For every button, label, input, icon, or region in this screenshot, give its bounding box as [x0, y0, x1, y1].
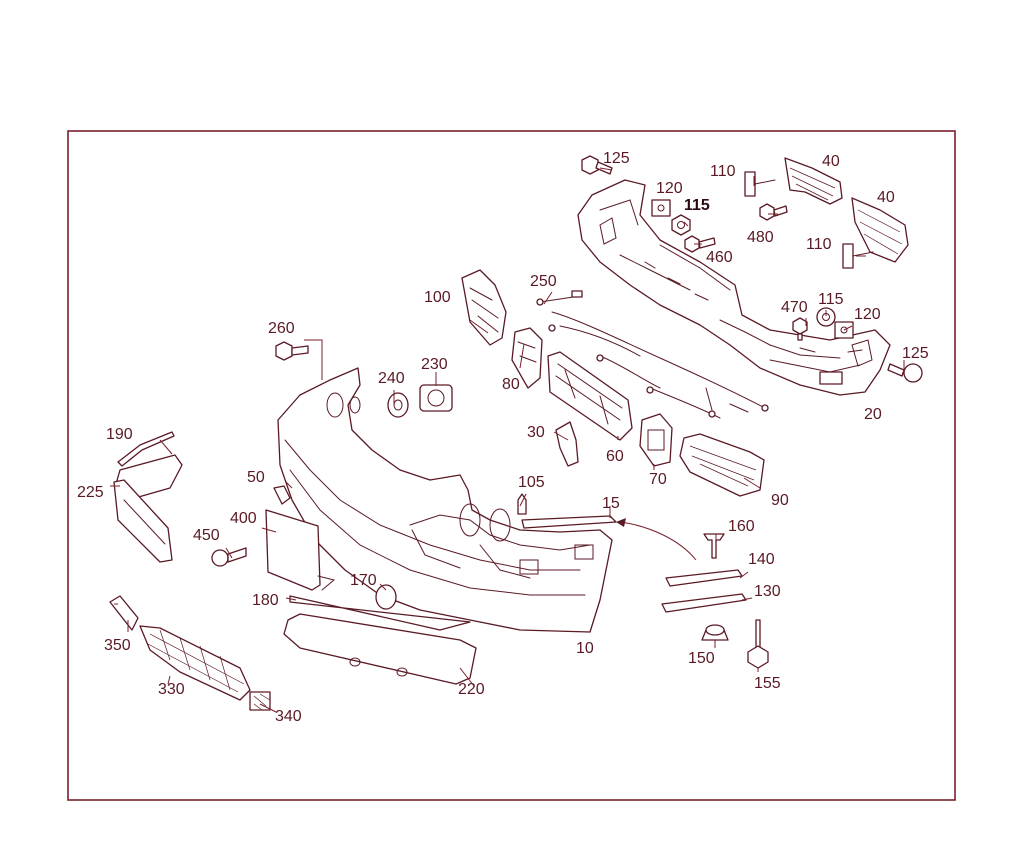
part-480-bolt[interactable]	[759, 203, 788, 221]
part-140-guide-rail[interactable]	[665, 569, 743, 587]
part-15-trim-strip[interactable]	[521, 515, 617, 529]
part-180-trim-strip[interactable]	[289, 595, 471, 631]
part-160-plug[interactable]	[703, 533, 725, 559]
part-90-side-bracket-right[interactable]	[679, 433, 765, 497]
callout-50: 50	[247, 469, 265, 486]
callout-350: 350	[104, 637, 131, 654]
part-155-screw[interactable]	[747, 619, 769, 669]
callout-140: 140	[748, 551, 775, 568]
part-340-grille-insert[interactable]	[249, 691, 271, 711]
callout-340: 340	[275, 708, 302, 725]
callout-470: 470	[781, 299, 808, 316]
part-240-grommet[interactable]	[387, 392, 409, 418]
part-10-bumper-cover[interactable]	[277, 367, 613, 633]
callout-125-upper: 125	[603, 150, 630, 167]
part-70-sensor-mount[interactable]	[639, 413, 673, 467]
part-40-bracket-upper[interactable]	[784, 157, 843, 205]
callout-160: 160	[728, 518, 755, 535]
callout-240: 240	[378, 370, 405, 387]
part-170-tow-hook-cover[interactable]	[375, 584, 397, 610]
part-220-lower-trim[interactable]	[283, 613, 477, 685]
part-125-bolt-upper[interactable]	[581, 155, 613, 175]
callout-115-upper: 115	[684, 197, 710, 214]
callout-125-lower: 125	[902, 345, 929, 362]
part-30-cover-cap[interactable]	[555, 421, 579, 467]
part-40-bracket-lower[interactable]	[851, 197, 909, 263]
part-80-sensor-holder[interactable]	[511, 327, 543, 389]
part-110-clip-lower[interactable]	[842, 243, 874, 269]
part-350-grille-end[interactable]	[109, 595, 139, 631]
callout-220: 220	[458, 681, 485, 698]
callout-15: 15	[602, 495, 620, 512]
callout-80: 80	[502, 376, 520, 393]
callout-70: 70	[649, 471, 667, 488]
callout-40-upper: 40	[822, 153, 840, 170]
part-115-nut-upper[interactable]	[671, 214, 691, 236]
callout-450: 450	[193, 527, 220, 544]
callout-60: 60	[606, 448, 624, 465]
part-450-screw[interactable]	[211, 547, 247, 567]
callout-30: 30	[527, 424, 545, 441]
leader-lines	[110, 167, 905, 713]
callout-10: 10	[576, 640, 594, 657]
part-400-license-plate-holder[interactable]	[265, 509, 336, 591]
part-20-bumper-carrier[interactable]	[577, 179, 891, 396]
callout-120-upper: 120	[656, 180, 683, 197]
part-470-bolt[interactable]	[792, 317, 808, 341]
diagram-frame	[67, 130, 956, 801]
part-110-clip-upper[interactable]	[744, 171, 776, 197]
callout-90: 90	[771, 492, 789, 509]
callout-170: 170	[350, 572, 377, 589]
callout-105: 105	[518, 474, 545, 491]
part-125-bolt-lower[interactable]	[887, 363, 923, 383]
part-130-guide-rail[interactable]	[661, 593, 747, 613]
callout-190: 190	[106, 426, 133, 443]
callout-400: 400	[230, 510, 257, 527]
callout-150: 150	[688, 650, 715, 667]
part-230-bushing[interactable]	[419, 384, 453, 412]
part-250-wiring-harness[interactable]	[536, 290, 769, 419]
callout-20: 20	[864, 406, 882, 423]
part-100-side-bracket[interactable]	[461, 269, 507, 346]
part-120-nut-plate-upper[interactable]	[651, 199, 671, 217]
callout-110-lower: 110	[806, 236, 832, 253]
callout-120-lower: 120	[854, 306, 881, 323]
callout-460: 460	[706, 249, 733, 266]
callout-115-lower: 115	[818, 291, 844, 308]
callout-180: 180	[252, 592, 279, 609]
arrow-head	[616, 518, 626, 527]
part-150-clip-nut[interactable]	[701, 624, 729, 641]
callout-225: 225	[77, 484, 104, 501]
part-60-impact-absorber[interactable]	[547, 351, 633, 441]
callout-130: 130	[754, 583, 781, 600]
callout-260: 260	[268, 320, 295, 337]
part-260-bolt[interactable]	[275, 341, 309, 361]
callout-100: 100	[424, 289, 451, 306]
part-330-lower-grille[interactable]	[139, 625, 251, 701]
callout-40-lower: 40	[877, 189, 895, 206]
assembly-arrow	[619, 521, 697, 561]
callout-230: 230	[421, 356, 448, 373]
part-225-corner-trim[interactable]	[113, 479, 173, 563]
callout-110-upper: 110	[710, 163, 736, 180]
callout-480: 480	[747, 229, 774, 246]
part-50-clip[interactable]	[273, 485, 291, 505]
callout-330: 330	[158, 681, 185, 698]
callout-250: 250	[530, 273, 557, 290]
part-460-bolt[interactable]	[684, 235, 716, 253]
callout-155: 155	[754, 675, 781, 692]
